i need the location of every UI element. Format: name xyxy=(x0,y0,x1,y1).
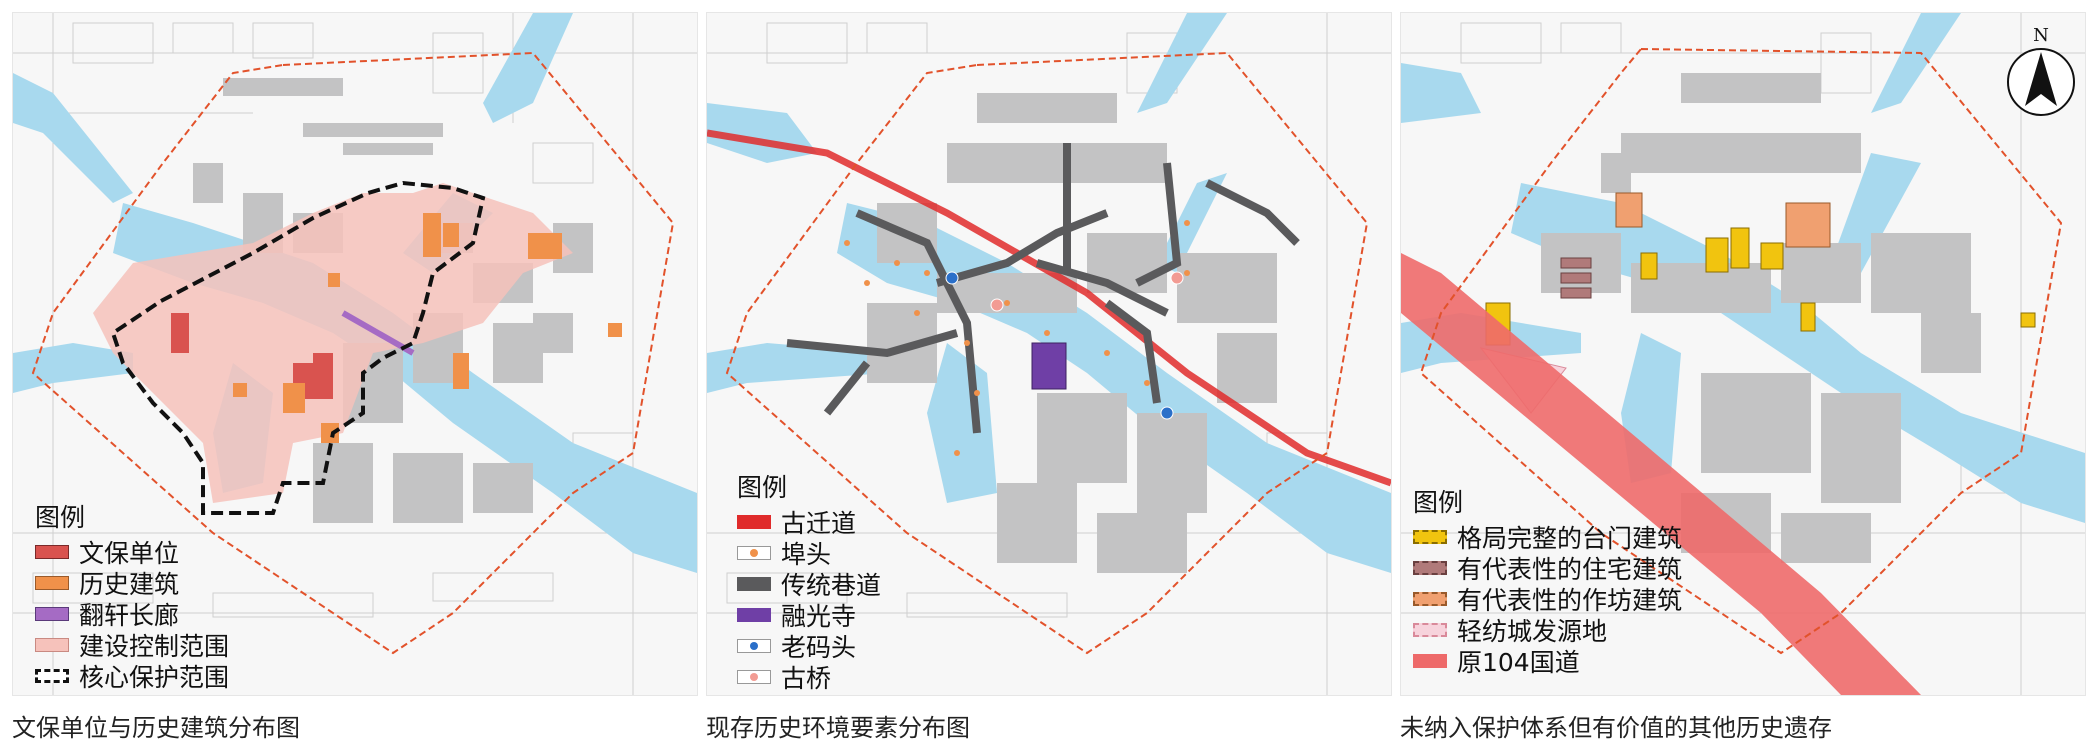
legend-label: 老码头 xyxy=(781,632,857,662)
legend-label: 传统巷道 xyxy=(781,570,882,600)
legend-item: 建设控制范围 xyxy=(35,629,230,661)
legend-swatch xyxy=(35,637,69,652)
legend-label: 埠头 xyxy=(781,539,832,569)
legend-item: 有代表性的住宅建筑 xyxy=(1413,552,1683,584)
workshop-buildings xyxy=(1615,192,1831,248)
map-caption-1: 文保单位与历史建筑分布图 xyxy=(12,714,300,742)
legend-label: 翻轩长廊 xyxy=(79,600,180,630)
construction-control-zone xyxy=(93,183,573,503)
legend-label: 历史建筑 xyxy=(79,569,180,599)
residential-buildings xyxy=(1560,257,1592,299)
legend-swatch xyxy=(1413,529,1447,544)
legend-label: 有代表性的住宅建筑 xyxy=(1457,554,1683,584)
core-protection-boundary xyxy=(110,180,486,515)
legend-label: 融光寺 xyxy=(781,601,857,631)
legend-swatch xyxy=(1413,591,1447,606)
traditional-lanes xyxy=(786,143,1300,434)
legend-label: 格局完整的台门建筑 xyxy=(1457,523,1683,553)
legend-item: 原104国道 xyxy=(1413,645,1682,677)
buildings xyxy=(867,93,1277,573)
legend-item: 融光寺 xyxy=(737,599,881,631)
legend-swatch xyxy=(35,575,69,590)
legend-item: 埠头 xyxy=(737,537,881,569)
legend-swatch xyxy=(1413,560,1447,575)
legend-label: 古迁道 xyxy=(781,508,857,538)
legend-swatch xyxy=(1413,653,1447,668)
buildings xyxy=(1541,73,1981,563)
legend-label: 轻纺城发源地 xyxy=(1457,616,1608,646)
legend-item: 格局完整的台门建筑 xyxy=(1413,521,1683,553)
legend-item: 古迁道 xyxy=(737,506,881,538)
map-2 xyxy=(707,13,1391,695)
map-caption-3: 未纳入保护体系但有价值的其他历史遗存 xyxy=(1400,714,1832,742)
legend-item: 古桥 xyxy=(737,661,881,693)
legend-label: 原104国道 xyxy=(1457,647,1580,677)
legend-swatch xyxy=(737,607,771,622)
map-3 xyxy=(1401,13,2085,695)
map-panel-2: 图例 古迁道 埠头 传统巷道 融光寺 老码头 xyxy=(706,12,1392,696)
legend-label: 文保单位 xyxy=(79,538,180,568)
north-label: N xyxy=(2033,25,2049,46)
legend-swatch xyxy=(737,638,771,653)
ronguang-temple xyxy=(1031,342,1067,390)
legend-item: 轻纺城发源地 xyxy=(1413,614,1682,646)
legend-label: 古桥 xyxy=(781,663,832,693)
legend-swatch xyxy=(737,545,771,560)
ancient-bridges xyxy=(990,271,1184,312)
old-piers xyxy=(945,271,1174,420)
legend-item: 历史建筑 xyxy=(35,567,229,599)
legend-item: 传统巷道 xyxy=(737,568,882,600)
legend-title: 图例 xyxy=(737,473,788,502)
legend-item: 翻轩长廊 xyxy=(35,598,229,630)
historic-buildings xyxy=(233,213,622,443)
legend-item: 老码头 xyxy=(737,630,881,662)
legend-title: 图例 xyxy=(1413,488,1464,517)
legend-label: 建设控制范围 xyxy=(79,631,230,661)
legend-title: 图例 xyxy=(35,503,86,532)
legend-swatch xyxy=(35,668,69,683)
legend-swatch xyxy=(737,576,771,591)
map-1 xyxy=(13,13,697,695)
legend-item: 文保单位 xyxy=(35,536,229,568)
old-national-road-104 xyxy=(1401,253,1921,695)
legend-3: 图例 格局完整的台门建筑 有代表性的住宅建筑 有代表性的作坊建筑 轻纺城发源地 … xyxy=(1413,483,1683,677)
map-caption-2: 现存历史环境要素分布图 xyxy=(706,714,970,742)
legend-1: 图例 文保单位 历史建筑 翻轩长廊 建设控制范围 核心保护范围 xyxy=(35,498,230,692)
planning-boundary xyxy=(1419,47,2063,655)
planning-boundary xyxy=(31,51,675,655)
planning-boundary xyxy=(725,51,1369,655)
old-road xyxy=(707,129,1391,487)
map-panel-3: N 图例 格局完整的台门建筑 有代表性的住宅建筑 有代表性的作坊建筑 轻纺城发源… xyxy=(1400,12,2086,696)
compass-icon xyxy=(2007,48,2075,116)
legend-label: 核心保护范围 xyxy=(79,662,230,692)
legend-2: 图例 古迁道 埠头 传统巷道 融光寺 老码头 xyxy=(737,468,882,693)
legend-swatch xyxy=(1413,622,1447,637)
legend-swatch xyxy=(737,669,771,684)
docks xyxy=(844,220,1190,456)
north-arrow: N xyxy=(2005,25,2077,122)
legend-item: 核心保护范围 xyxy=(35,660,230,692)
map-panel-1: 图例 文保单位 历史建筑 翻轩长廊 建设控制范围 核心保护范围 xyxy=(12,12,698,696)
legend-swatch xyxy=(737,514,771,529)
legend-item: 有代表性的作坊建筑 xyxy=(1413,583,1683,615)
covered-corridor xyxy=(341,310,415,356)
legend-swatch xyxy=(35,544,69,559)
legend-swatch xyxy=(35,606,69,621)
legend-label: 有代表性的作坊建筑 xyxy=(1457,585,1683,615)
